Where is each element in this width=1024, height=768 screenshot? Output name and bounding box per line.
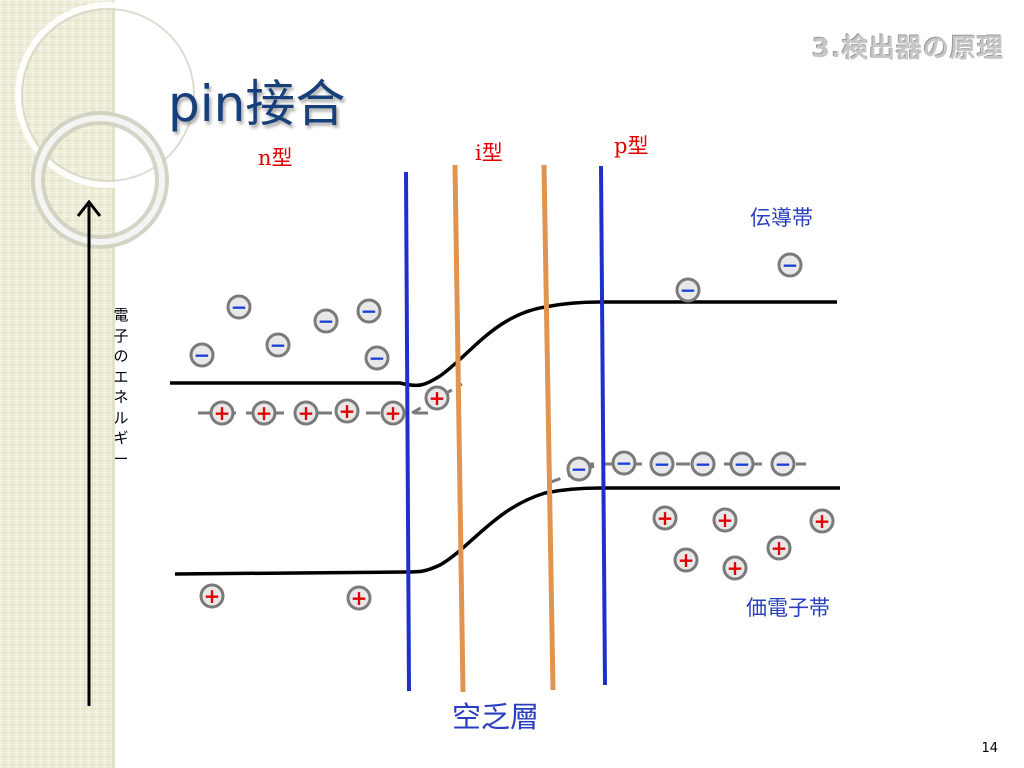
hole-icon: + [334, 398, 360, 424]
fermi-level-transition-n [411, 382, 463, 415]
svg-text:+: + [727, 556, 744, 580]
hole-icon: + [722, 555, 748, 581]
svg-text:+: + [814, 509, 831, 533]
electron-icon: − [649, 451, 675, 477]
svg-text:−: − [361, 299, 378, 323]
valence-band-edge [174, 486, 840, 576]
depletion-layer-label: 空乏層 [452, 700, 540, 734]
band-divider [112, 0, 115, 768]
svg-text:+: + [429, 386, 446, 410]
hole-icon: + [380, 400, 406, 426]
electron-icon: − [777, 252, 803, 278]
electron-icon: − [566, 456, 592, 482]
svg-text:−: − [680, 278, 697, 302]
svg-text:−: − [734, 452, 751, 476]
energy-axis-label: 電子のエネルギー [113, 306, 129, 468]
ring-large-inner [21, 8, 195, 182]
svg-text:+: + [657, 506, 674, 530]
svg-text:+: + [717, 508, 734, 532]
ring-large [15, 2, 201, 188]
electron-icon: − [364, 345, 390, 371]
p-region-label: p型 [614, 134, 649, 158]
intrinsic-left-boundary [452, 164, 466, 693]
svg-text:+: + [204, 584, 221, 608]
svg-text:−: − [616, 451, 633, 475]
svg-text:−: − [571, 457, 588, 481]
electron-icon: − [189, 342, 215, 368]
electron-icon: − [611, 450, 637, 476]
svg-text:−: − [194, 343, 211, 367]
svg-text:+: + [351, 586, 368, 610]
hole-icon: + [424, 385, 450, 411]
valence-band-label: 価電子帯 [746, 596, 830, 620]
svg-text:+: + [385, 401, 402, 425]
electron-icon: − [356, 298, 382, 324]
slide-title: pin接合 [168, 75, 346, 133]
svg-text:+: + [256, 401, 273, 425]
svg-text:−: − [231, 295, 248, 319]
hole-icon: + [346, 585, 372, 611]
svg-text:−: − [318, 309, 335, 333]
hole-icon: + [251, 400, 277, 426]
hole-icon: + [293, 400, 319, 426]
electron-icon: − [770, 451, 796, 477]
i-region-label: i型 [475, 141, 503, 165]
svg-text:−: − [775, 452, 792, 476]
svg-text:+: + [214, 401, 231, 425]
hole-icon: + [199, 583, 225, 609]
n-i-boundary-line [404, 171, 411, 692]
hole-icon: + [809, 508, 835, 534]
carriers-layer: −−−−−−−−−−−−−−++++++++++++++ [189, 252, 835, 611]
page-number: 14 [981, 741, 998, 756]
conduction-band-label: 伝導帯 [750, 206, 813, 230]
svg-text:+: + [771, 536, 788, 560]
hole-icon: + [712, 507, 738, 533]
electron-icon: − [729, 451, 755, 477]
svg-text:+: + [678, 548, 695, 572]
i-p-boundary-line [599, 165, 607, 686]
electron-icon: − [226, 294, 252, 320]
hole-icon: + [673, 547, 699, 573]
electron-icon: − [690, 451, 716, 477]
svg-text:+: + [339, 399, 356, 423]
section-title: 3.検出器の原理 [812, 34, 1004, 64]
svg-text:+: + [298, 401, 315, 425]
svg-text:−: − [695, 452, 712, 476]
svg-text:−: − [654, 452, 671, 476]
svg-text:−: − [369, 346, 386, 370]
conduction-band-edge [170, 300, 837, 388]
n-region-label: n型 [258, 146, 293, 170]
electron-icon: − [313, 308, 339, 334]
electron-icon: − [675, 277, 701, 303]
ring-small-highlight [35, 115, 165, 245]
svg-text:−: − [782, 253, 799, 277]
hole-icon: + [766, 535, 792, 561]
hole-icon: + [209, 400, 235, 426]
hole-icon: + [652, 505, 678, 531]
svg-text:−: − [270, 333, 287, 357]
intrinsic-right-boundary [541, 164, 556, 691]
electron-icon: − [265, 332, 291, 358]
energy-axis-arrowhead [76, 199, 102, 217]
